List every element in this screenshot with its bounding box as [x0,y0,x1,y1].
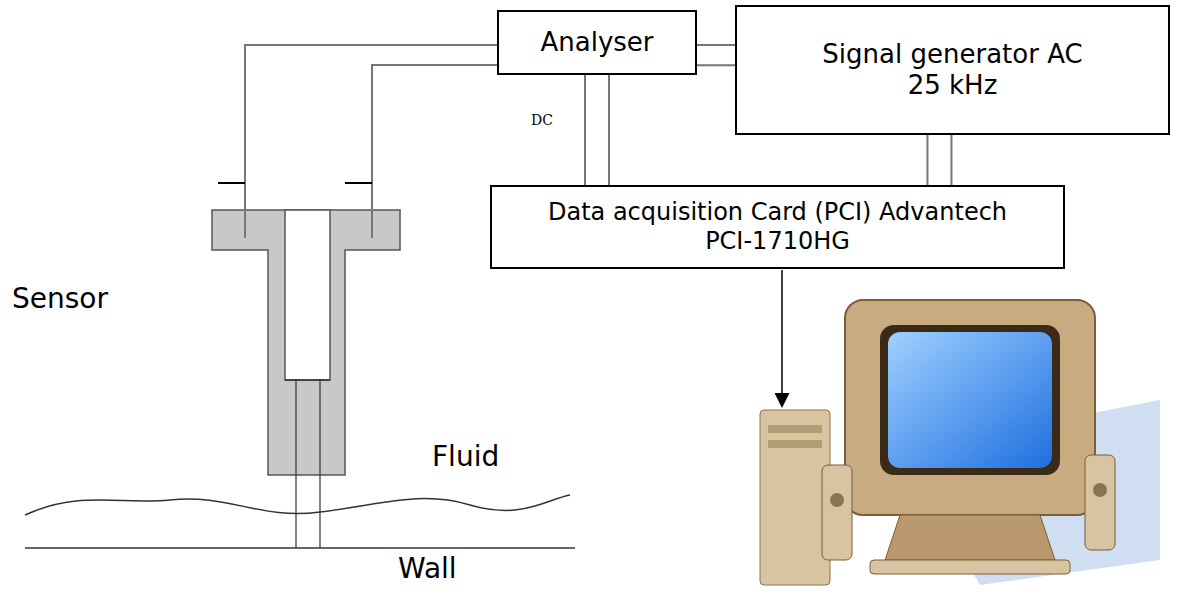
part-label: Fluid [432,440,499,473]
analyser-box: Analyser [497,10,697,75]
part-label: Wall [398,552,457,585]
data-arrow [781,270,783,405]
box-text: Analyser [540,27,653,58]
signal-generator-box: Signal generator AC 25 kHz [735,5,1170,135]
box-text: Data acquisition Card (PCI) Advantech PC… [548,198,1008,256]
wall-line [25,547,575,549]
double-wire [697,45,735,65]
fluid-surface [25,495,570,515]
part-label: Sensor [12,282,108,315]
double-wire [927,135,951,185]
daq-card-box: Data acquisition Card (PCI) Advantech PC… [490,185,1065,269]
signal-label: DC [529,112,555,128]
box-text: Signal generator AC 25 kHz [813,39,1093,101]
computer-illustration [760,300,1160,585]
sensor-body [212,210,400,548]
double-wire [585,75,609,185]
sensor-wires [218,45,497,238]
